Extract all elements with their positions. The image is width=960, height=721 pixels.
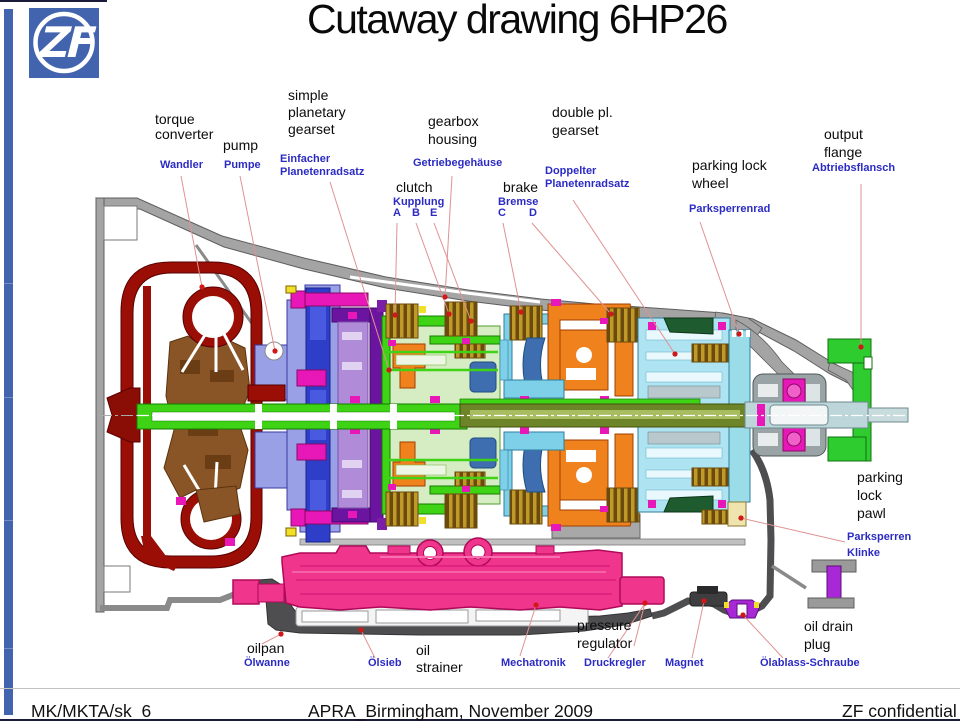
label-parksperrenrad: Parksperrenrad: [689, 203, 771, 215]
magnet-shape: [689, 586, 728, 607]
shafts-shape: [100, 398, 909, 430]
label-druckregler: Druckregler: [584, 657, 646, 669]
label-oelablass-schraube: Ölablass-Schraube: [760, 657, 860, 669]
bottom-edge-bar: [0, 719, 960, 721]
label-oil-strainer: oil strainer: [416, 642, 463, 675]
label-clutch-e: E: [430, 207, 438, 219]
label-pumpe: Pumpe: [224, 159, 261, 171]
label-doppelter-planetenradsatz: Doppelter Planetenradsatz: [545, 165, 630, 190]
label-kupplung: Kupplung: [393, 196, 445, 208]
label-parksperren-klinke: Parksperren Klinke: [847, 531, 912, 559]
label-gearbox-housing: gearbox housing: [428, 113, 479, 147]
label-clutch-a: A: [393, 207, 401, 219]
label-simple-planetary-gearset: simple planetary gearset: [288, 87, 346, 137]
label-oilpan: oilpan: [247, 640, 285, 656]
zf-logo-text: ZF: [34, 19, 99, 68]
top-edge-bar: [0, 0, 107, 2]
left-accent-bar: [4, 9, 13, 715]
label-parking-lock-pawl: parking lock pawl: [857, 469, 903, 521]
label-getriebegehaeuse: Getriebegehäuse: [413, 157, 503, 169]
label-abtriebsflansch: Abtriebsflansch: [812, 162, 896, 174]
label-parking-lock-wheel: parking lock wheel: [692, 157, 767, 191]
leader-lines: [180, 175, 862, 659]
rear-mount-shape: [807, 559, 857, 609]
label-brake-c: C: [498, 207, 506, 219]
label-clutch-b: B: [412, 207, 420, 219]
label-oil-drain-plug: oil drain plug: [804, 618, 854, 652]
footer-author: MK/MKTA/sk 6: [31, 701, 152, 721]
label-output-flange: output flange: [824, 126, 863, 160]
valve-body-shape: [232, 537, 665, 611]
label-pressure-regulator: pressure regulator: [577, 617, 633, 651]
label-wandler: Wandler: [160, 159, 203, 171]
label-mechatronik: Mechatronik: [501, 657, 566, 669]
label-pump: pump: [223, 137, 259, 153]
torque-converter-shape: [106, 261, 263, 571]
footer-separator-line: [0, 688, 960, 689]
label-double-planetary-gearset: double pl. gearset: [552, 104, 613, 138]
label-magnet: Magnet: [665, 657, 704, 669]
label-bremse: Bremse: [498, 196, 539, 208]
label-brake: brake: [503, 179, 539, 195]
label-brake-d: D: [529, 207, 537, 219]
label-clutch: clutch: [396, 179, 433, 195]
gear-train-upper: [331, 299, 731, 416]
footer-event: APRA_Birmingham, November 2009: [308, 701, 593, 721]
label-oelsieb: Ölsieb: [368, 657, 402, 669]
oil-drain-plug-shape: [723, 599, 761, 619]
footer-confidential: ZF confidential: [842, 701, 957, 721]
leader-dots: [199, 284, 864, 637]
label-einfacher-planetenradsatz: Einfacher Planetenradsatz: [280, 153, 365, 178]
label-oelwanne: Ölwanne: [244, 657, 290, 669]
slide-title: Cutaway drawing 6HP26: [307, 0, 728, 42]
label-torque-converter: torque converter: [155, 111, 214, 142]
zf-logo: ZF: [29, 8, 99, 78]
